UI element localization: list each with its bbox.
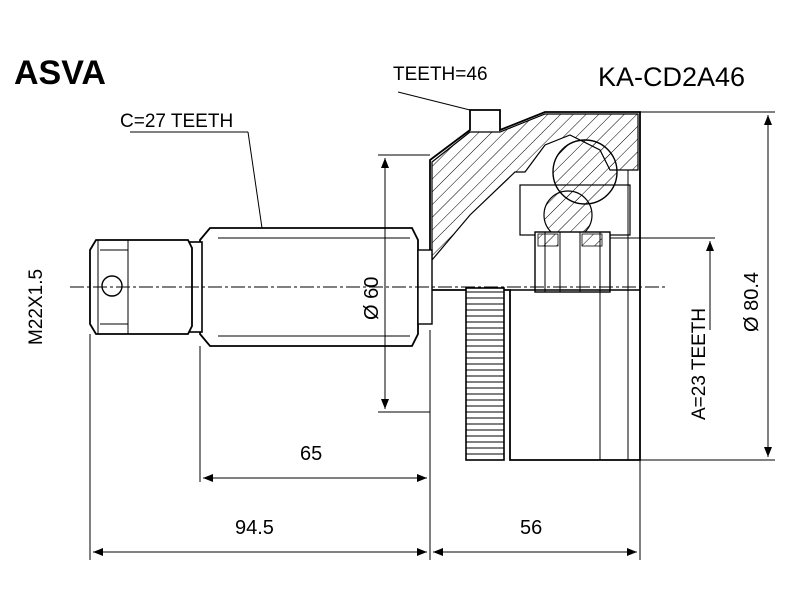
shaft-diameter-label: Ø 60 <box>361 277 383 320</box>
housing-length-label: 56 <box>520 517 542 539</box>
cotter-pin-hole <box>101 275 123 297</box>
outer-housing <box>429 109 641 461</box>
spline-a-label: A=23 TEETH <box>689 308 710 420</box>
brand-logo-text: ASVA <box>14 54 106 92</box>
spline-c-label: C=27 TEETH <box>120 111 233 132</box>
thread-label: M22X1.5 <box>26 269 47 345</box>
housing-diameter-label: Ø 80.4 <box>741 272 763 332</box>
teeth-outer-label: TEETH=46 <box>393 64 488 85</box>
total-shaft-label: 94.5 <box>235 517 274 539</box>
shaft-length-label: 65 <box>300 443 322 465</box>
teeth46-leader <box>397 91 471 111</box>
c27-leader <box>247 131 263 229</box>
abs-tone-ring <box>465 287 505 461</box>
part-number: KA-CD2A46 <box>598 62 745 92</box>
